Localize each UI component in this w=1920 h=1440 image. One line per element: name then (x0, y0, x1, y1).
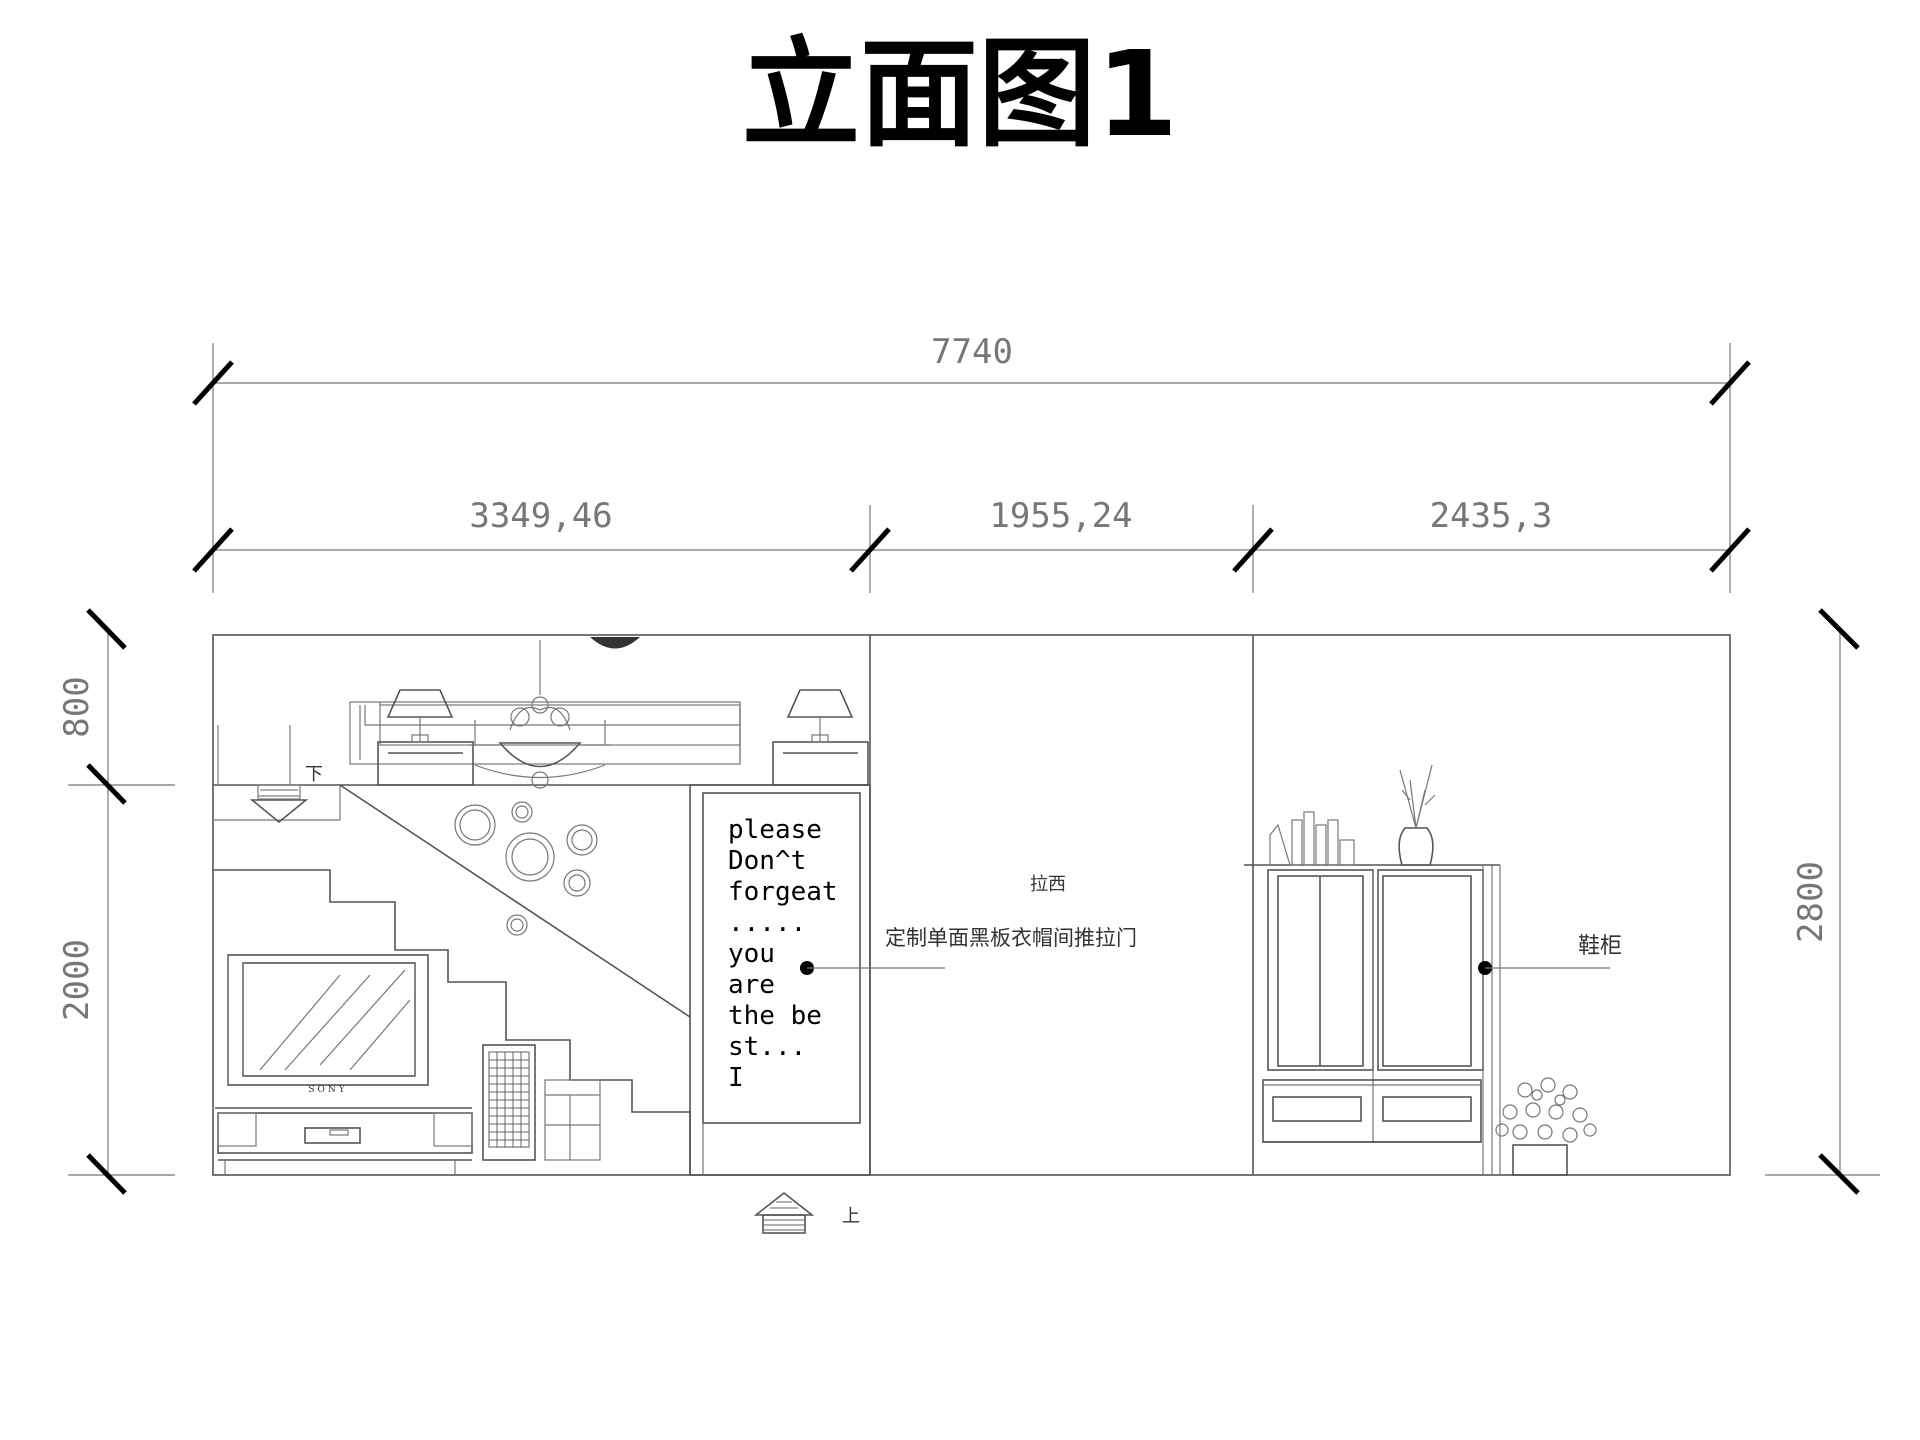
shoe-cabinet (1244, 764, 1610, 1176)
tv-unit: SONY (215, 954, 536, 1175)
top-dimension-lines (192, 343, 1751, 593)
blackboard-line: ..... (728, 908, 806, 938)
tv-brand-label: SONY (308, 1085, 347, 1095)
blackboard-line: the be (728, 1001, 822, 1031)
blackboard-line: are (728, 970, 775, 1000)
blackboard-line: st... (728, 1032, 806, 1062)
dim-height-total: 2800 (1791, 861, 1831, 943)
dim-segment-left: 3349,46 (469, 496, 612, 536)
dim-height-lower: 2000 (57, 939, 97, 1021)
blackboard-line: you (728, 939, 775, 969)
dim-overall-width: 7740 (931, 332, 1013, 372)
shoe-cabinet-label: 鞋柜 (1578, 934, 1622, 959)
staircase (213, 784, 691, 1175)
blackboard-line: please (728, 815, 822, 845)
dim-height-top: 800 (57, 676, 97, 737)
page-title: 立面图1 (741, 25, 1179, 163)
wall-outline (212, 634, 1731, 1176)
side-dimension-lines (68, 608, 1880, 1195)
blackboard-line: forgeat (728, 877, 838, 907)
sliding-door-label-2: 定制单面黑板衣帽间推拉门 (885, 926, 1137, 950)
stair-up-arrow (753, 1191, 815, 1234)
blackboard-line: I (728, 1063, 744, 1093)
upper-floor-furniture: 下 (213, 637, 870, 821)
blackboard-text: please Don^t forgeat ..... you are the b… (728, 815, 838, 1093)
dim-segment-middle: 1955,24 (989, 496, 1132, 536)
blackboard-door (689, 784, 945, 1176)
dim-segment-right: 2435,3 (1430, 496, 1553, 536)
stair-up-label: 上 (842, 1206, 860, 1227)
blackboard-line: Don^t (728, 846, 806, 876)
sliding-door-label-1: 拉西 (1030, 874, 1066, 895)
stair-down-label: 下 (305, 764, 323, 785)
